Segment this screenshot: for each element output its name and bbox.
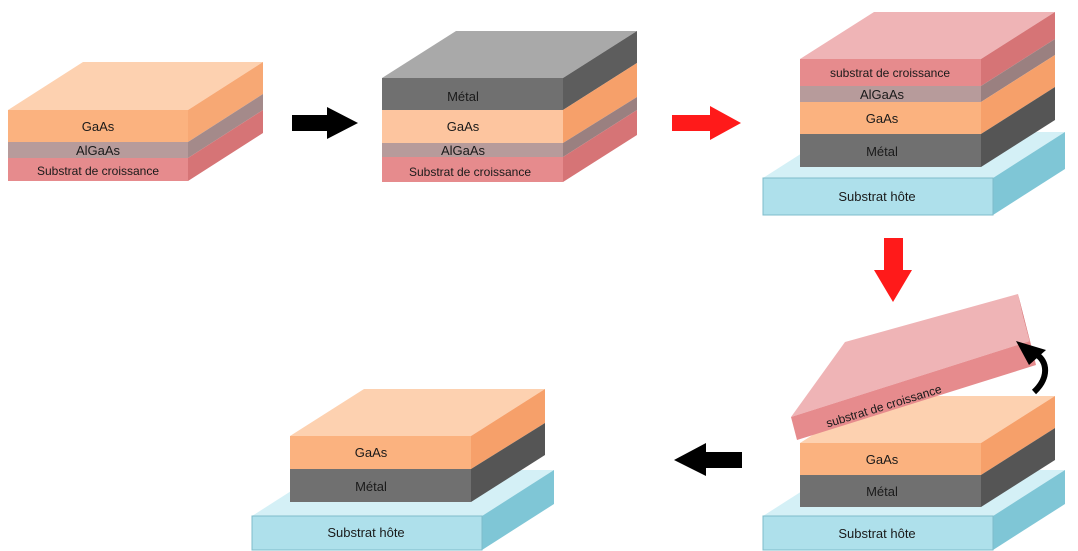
metal-layer [800,134,981,167]
host-substrate-layer [251,515,483,551]
gaas-label: GaAs [447,119,480,134]
lifted-substrate-front [791,341,1036,440]
host-substrate-label: Substrat hôte [327,525,404,540]
gaas-layer [800,443,981,475]
algaas-label: AlGaAs [76,143,121,158]
metal-layer [800,475,981,507]
host-substrate-layer [762,177,994,216]
algaas-layer [382,143,563,157]
gaas-label: GaAs [866,452,899,467]
gaas-label: GaAs [355,445,388,460]
algaas-layer [8,142,188,158]
host-substrate-label: Substrat hôte [838,189,915,204]
gaas-label: GaAs [866,111,899,126]
arrow-left-icon [674,443,742,476]
arrow-down-icon [874,238,912,302]
curved-arrow-icon [1031,351,1049,395]
gaas-layer [290,436,471,469]
host-substrate-label: Substrat hôte [838,526,915,541]
gaas-layer [8,110,188,142]
substrate-label: substrat de croissance [830,66,950,80]
algaas-label: AlGaAs [441,143,486,158]
algaas-layer [800,86,981,102]
gaas-layer [382,110,563,143]
metal-label: Métal [866,144,898,159]
metal-label: Métal [355,479,387,494]
stack-1: GaAs AlGaAs Substrat de croissance [8,62,263,181]
curved-arrow-head-icon [1016,341,1046,365]
stack-2: Métal GaAs AlGaAs Substrat de croissance [382,31,637,182]
metal-label: Métal [866,484,898,499]
substrate-label: Substrat de croissance [37,164,159,178]
metal-layer [382,78,563,110]
metal-label: Métal [447,89,479,104]
algaas-label: AlGaAs [860,87,905,102]
substrate-layer [800,59,981,86]
arrow-right-icon [672,106,741,140]
gaas-label: GaAs [82,119,115,134]
stack-5: GaAs Métal Substrat hôte [251,389,554,551]
substrate-label: Substrat de croissance [409,165,531,179]
stack-3: substrat de croissance AlGaAs GaAs Métal… [762,12,1065,216]
substrate-layer [8,158,188,181]
metal-layer [290,469,471,502]
host-substrate-layer [762,515,994,551]
gaas-layer [800,102,981,134]
stack-4: GaAs Métal Substrat hôte substrat de cro… [762,294,1065,551]
lifted-substrate-top [791,294,1030,417]
arrow-right-icon [292,107,358,139]
substrate-layer [382,157,563,182]
